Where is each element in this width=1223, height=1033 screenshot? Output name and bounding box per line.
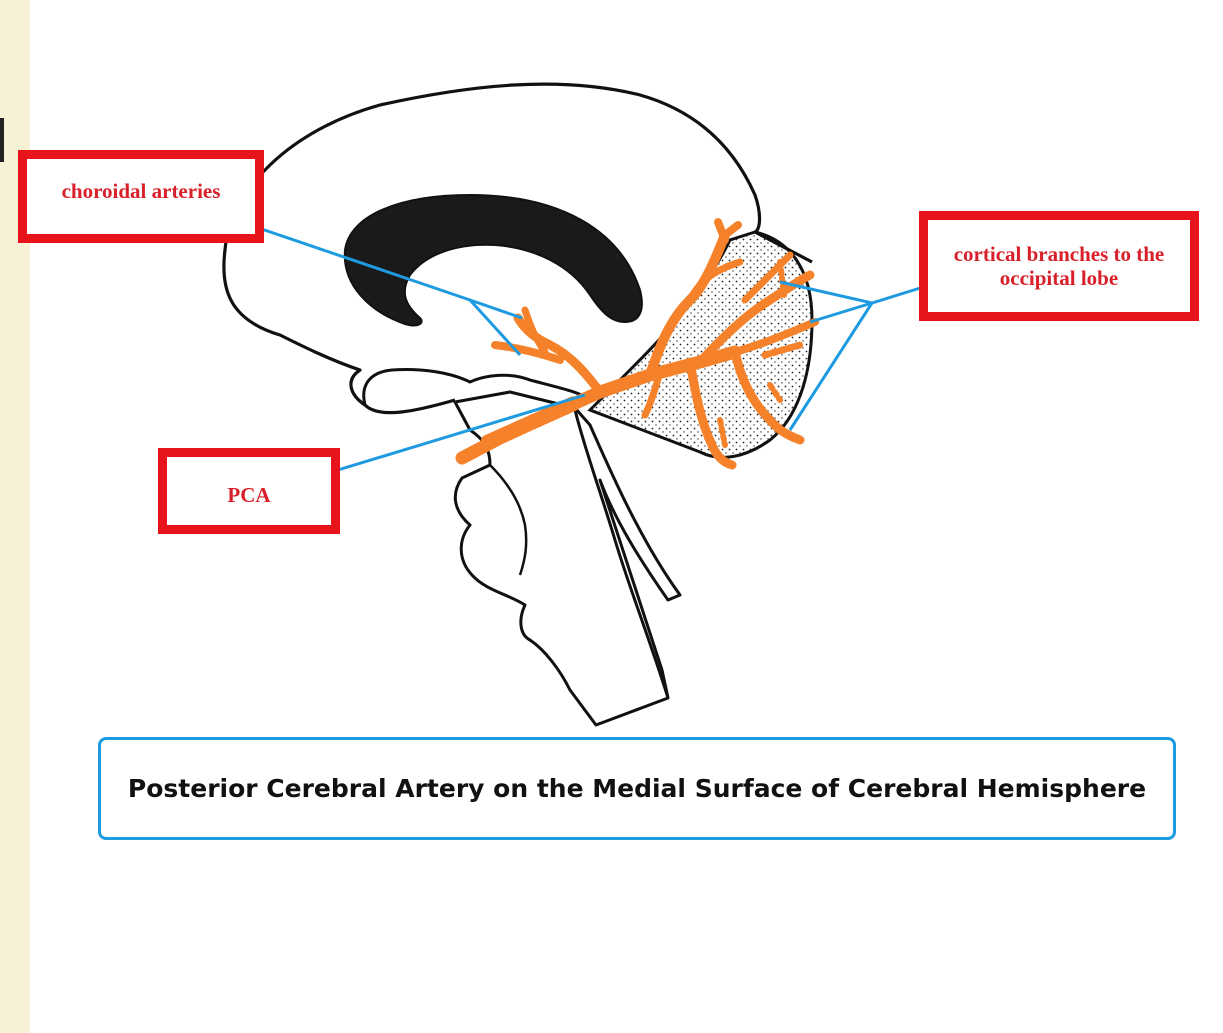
cortical-line-1: cortical branches to the [954, 242, 1165, 266]
corpus-callosum [345, 195, 642, 325]
cortical-branches-label: cortical branches to the occipital lobe [919, 211, 1199, 321]
pca-text: PCA [227, 483, 270, 507]
pca-label: PCA [158, 448, 340, 534]
choroidal-arteries-text: choroidal arteries [62, 179, 221, 203]
caption-text: Posterior Cerebral Artery on the Medial … [128, 774, 1146, 803]
cortical-branches-text: cortical branches to the occipital lobe [954, 242, 1165, 290]
choroidal-arteries-label: choroidal arteries [18, 150, 264, 243]
cortical-line-2: occipital lobe [954, 266, 1165, 290]
figure-caption: Posterior Cerebral Artery on the Medial … [98, 737, 1176, 840]
